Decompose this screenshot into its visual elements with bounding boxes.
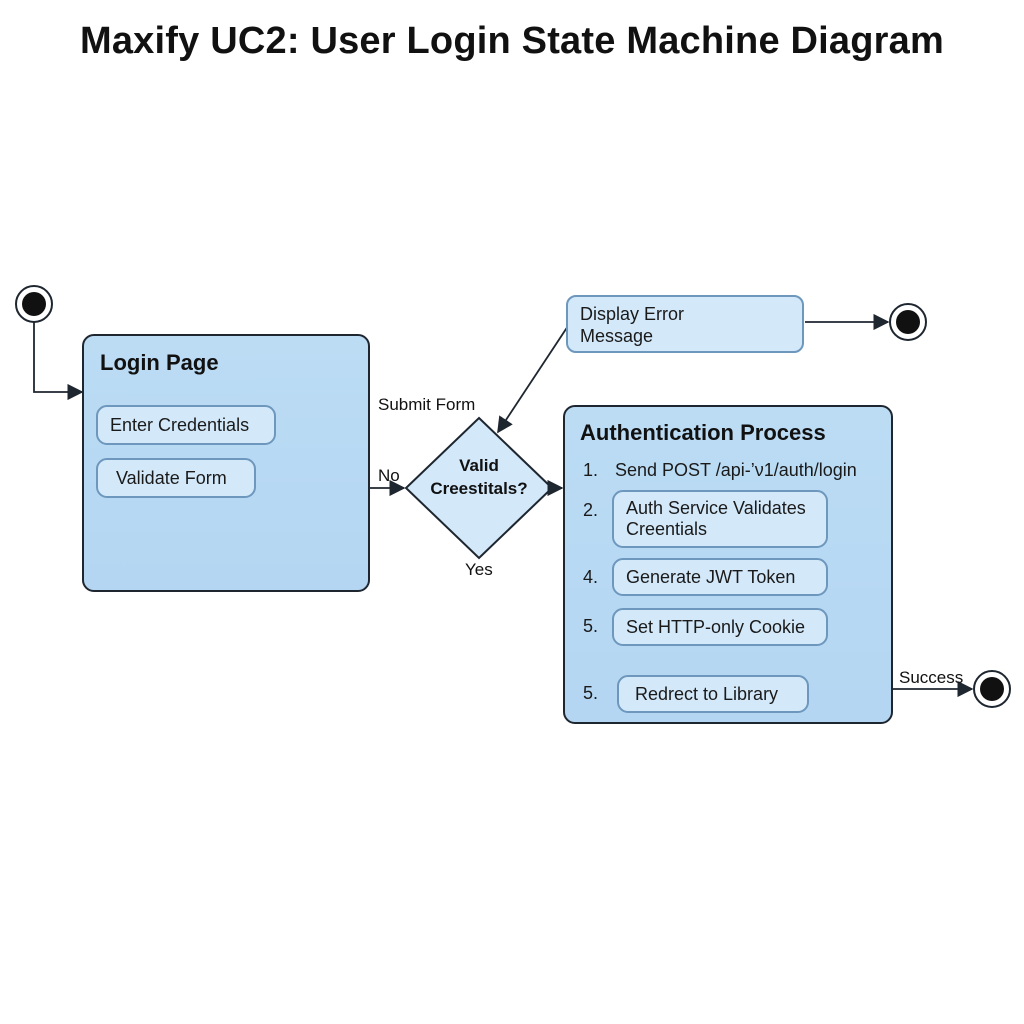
step-number: 4.	[583, 567, 599, 587]
label-success: Success	[899, 668, 964, 687]
validate-form-action: Validate Form	[96, 458, 256, 498]
label-submit-form: Submit Form	[378, 395, 476, 414]
login-page-state: Login Page Enter Credentials Validate Fo…	[82, 334, 370, 592]
step-number: 5.	[583, 616, 599, 636]
final-node-error	[889, 303, 927, 341]
display-error-state: Display Error Message	[566, 295, 804, 353]
step-send-post: Send POST /api-’ν1/auth/login	[615, 460, 857, 480]
authentication-process-state: Authentication Process 1. Send POST /api…	[563, 405, 893, 724]
step-number: 1.	[583, 460, 599, 480]
label-yes: Yes	[465, 560, 493, 579]
decision-label-line2: Creestitals?	[430, 479, 528, 498]
label-no: No	[378, 466, 400, 485]
error-label-line2: Message	[580, 326, 654, 346]
step-number: 2.	[583, 500, 599, 520]
auth-process-title: Authentication Process	[580, 420, 826, 445]
step-set-cookie: Set HTTP-only Cookie	[612, 608, 828, 646]
diagram-title: Maxify UC2: User Login State Machine Dia…	[79, 20, 944, 62]
edge-initial-to-login	[33, 322, 84, 401]
final-node-success	[973, 670, 1011, 708]
step-redirect-library: Redrect to Library	[617, 675, 809, 713]
step-generate-jwt: Generate JWT Token	[612, 558, 828, 596]
decision-label-line1: Valid	[459, 456, 499, 475]
step-number: 5.	[583, 683, 599, 703]
error-label-line1: Display Error	[580, 304, 685, 324]
edge-error-to-decision	[497, 325, 569, 434]
initial-node	[15, 285, 53, 323]
decision-label: Valid Creestitals?	[404, 454, 554, 500]
step-auth-service-validates: Auth Service Validates Creentials	[612, 490, 828, 548]
login-page-title: Login Page	[100, 350, 219, 375]
decision-diamond	[404, 416, 554, 560]
enter-credentials-action: Enter Credentials	[96, 405, 276, 445]
